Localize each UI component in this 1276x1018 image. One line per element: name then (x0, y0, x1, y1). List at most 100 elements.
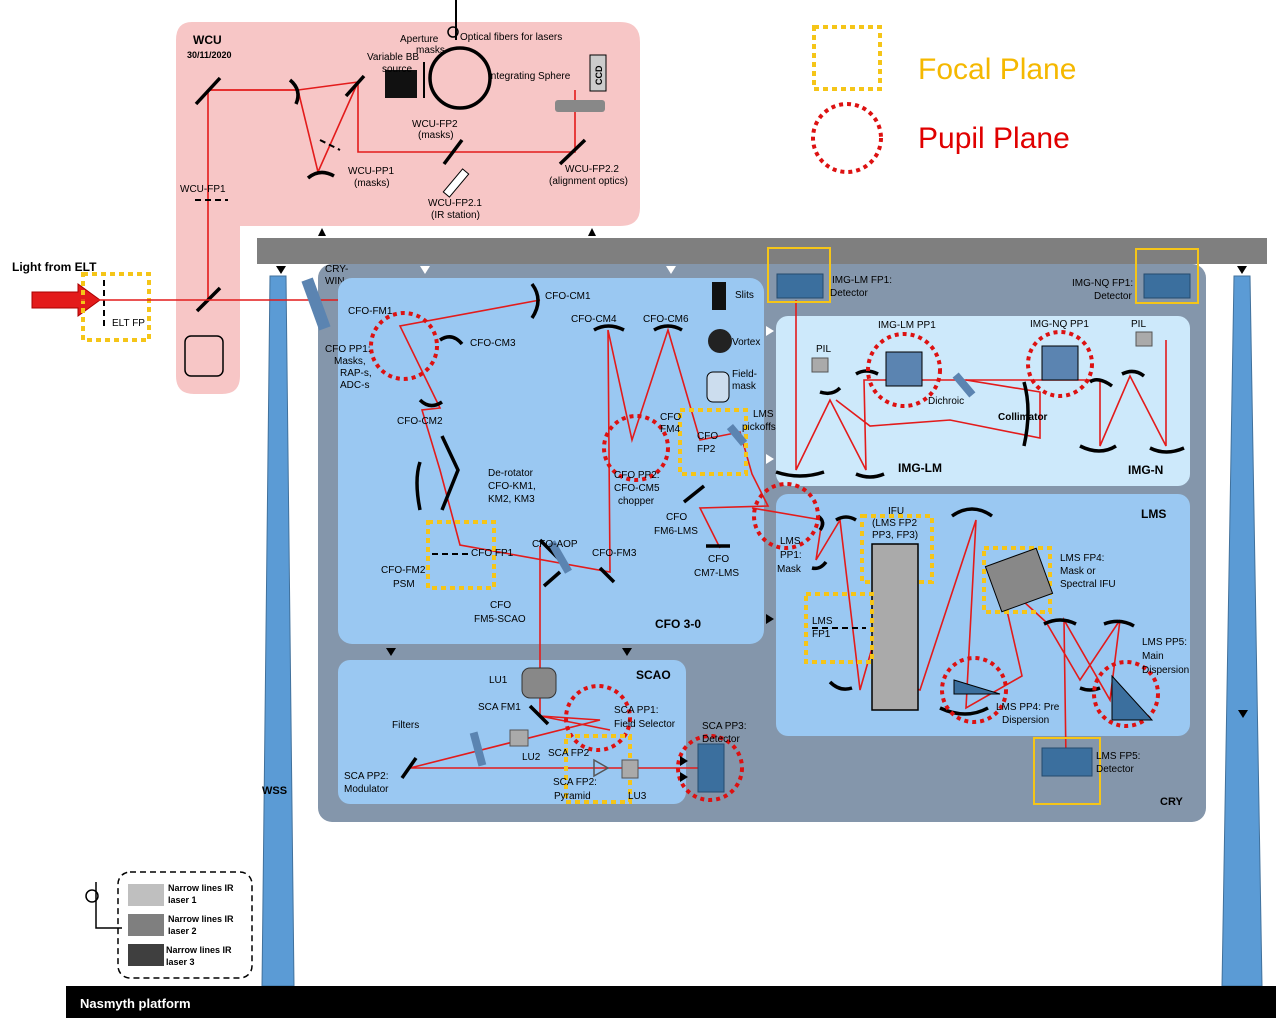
pil-left-element (811, 357, 829, 373)
laser-3-box (128, 944, 164, 966)
sca-pp3-label: SCA PP3:Detector (702, 721, 746, 745)
nasmyth-platform-bar (66, 986, 1276, 1018)
wcu-fp22-label: WCU-FP2.2(alignment optics) (549, 164, 628, 187)
cfo-fp1-label: CFO FP1 (471, 548, 514, 559)
scao-title: SCAO (636, 668, 671, 682)
pil-left-label: PIL (816, 344, 831, 355)
cfo-module: CFO 3-0 Slits Vortex Field-mask CF (325, 278, 776, 646)
img-background (776, 316, 1190, 486)
cfo-aop-label: CFO-AOP (532, 539, 578, 550)
wcu-title: WCU (193, 33, 222, 47)
cfo-fp1-focal-plane (426, 520, 496, 590)
wss-pillars: WSS (261, 275, 1263, 987)
sca-fp2-label: SCA FP2:Pyramid (553, 777, 597, 802)
img-lm-filter-stack (885, 351, 923, 387)
cry-label: CRY (1160, 796, 1183, 808)
img-lm-fp1-focal-plane (767, 247, 831, 303)
lu1-label: LU1 (489, 675, 508, 686)
alignment-lens-icon (555, 100, 605, 112)
wss-label: WSS (262, 785, 287, 797)
wss-left-pillar (261, 275, 295, 987)
cfo-fm3-label: CFO-FM3 (592, 548, 637, 559)
cfo-pp2-pupil-plane (602, 414, 670, 482)
img-nq-detector (1143, 273, 1191, 299)
cfo-cm2-label: CFO-CM2 (397, 416, 443, 427)
laser-2-box (128, 914, 164, 936)
pupil-plane-legend-icon (811, 102, 883, 174)
lms-pp1-pupil-plane (752, 482, 820, 550)
ir-station-element (442, 168, 470, 198)
sca-pp3-pupil-plane (676, 734, 744, 802)
sca-fp2-focal-plane (564, 734, 632, 804)
cfo-title: CFO 3-0 (655, 617, 701, 631)
img-nq-filter-stack (1041, 345, 1079, 381)
pil-right-label: PIL (1131, 319, 1146, 330)
dichroic-label: Dichroic (928, 396, 964, 407)
ccd-label: CCD (594, 65, 604, 85)
sca-fm1-label: SCA FM1 (478, 702, 521, 713)
wcu-fp1-label: WCU-FP1 (180, 184, 226, 195)
wcu-shutter-box (184, 335, 224, 377)
integrating-sphere-label: Integrating Sphere (488, 71, 571, 82)
lms-title: LMS (1141, 507, 1166, 521)
img-lm-title: IMG-LM (898, 461, 942, 475)
lms-fp5-detector (1041, 747, 1093, 777)
laser-1-box (128, 884, 164, 906)
img-nq-fp1-label: IMG-NQ FP1:Detector (1072, 278, 1133, 302)
cfo-pp1-pupil-plane (369, 311, 439, 381)
cfo-fp2-focal-plane (678, 408, 748, 476)
sca-pp2-label: SCA PP2:Modulator (344, 771, 389, 795)
ccd-camera-icon (589, 54, 607, 92)
fiber-coil-icon (447, 26, 459, 38)
variable-bb-source-box (385, 70, 417, 98)
cfo-cm1-label: CFO-CM1 (545, 291, 591, 302)
img-module: IMG-LM FP1:Detector IMG-NQ FP1:Detector … (767, 247, 1199, 486)
elt-fp-focal-plane (81, 272, 151, 342)
lms-fp1-focal-plane (804, 592, 874, 664)
nasmyth-platform-label: Nasmyth platform (80, 996, 191, 1011)
cfo-pp1-label: CFO PP1:Masks,RAP-s,ADC-s (325, 344, 372, 391)
support-arrows (276, 228, 1248, 782)
img-lm-pp1-pupil-plane (866, 332, 942, 408)
lms-pickoff-element (726, 424, 748, 446)
pupil-plane-legend-label: Pupil Plane (918, 122, 1070, 155)
lms-fp4-element (984, 547, 1054, 613)
wcu-background (176, 22, 640, 394)
dichroic-element (952, 372, 976, 398)
cfo-fm1-label: CFO-FM1 (348, 306, 393, 317)
lu3-label: LU3 (628, 791, 647, 802)
wcu-pp1-label: WCU-PP1(masks) (348, 166, 395, 189)
field-mask-label: Field-mask (732, 369, 757, 392)
integrating-sphere (428, 46, 492, 110)
wcu-date: 30/11/2020 (187, 50, 232, 60)
img-lm-fp1-label: IMG-LM FP1:Detector (830, 275, 892, 299)
cfo-cm6-label: CFO-CM6 (643, 314, 689, 325)
scao-module: SCAO LU1 Filters SCA FM1 SCA PP1:Field S… (338, 646, 746, 804)
lms-fp5-focal-plane (1033, 737, 1101, 805)
wss-right-pillar (1221, 275, 1263, 987)
cfo-cm3-label: CFO-CM3 (470, 338, 516, 349)
sca-pp1-label: SCA PP1:Field Selector (614, 705, 676, 730)
vortex-label: Vortex (732, 337, 760, 348)
lu2-lens (509, 729, 529, 747)
filters-element (469, 731, 487, 767)
wcu-fp21-label: WCU-FP2.1(IR station) (428, 198, 482, 221)
focal-plane-legend-icon (812, 25, 882, 91)
lms-fp4-focal-plane (982, 546, 1052, 614)
lms-pp5-pupil-plane (1092, 660, 1160, 728)
lms-pre-dispersion-prism (953, 679, 1001, 695)
focal-plane-legend-label: Focal Plane (918, 53, 1076, 86)
